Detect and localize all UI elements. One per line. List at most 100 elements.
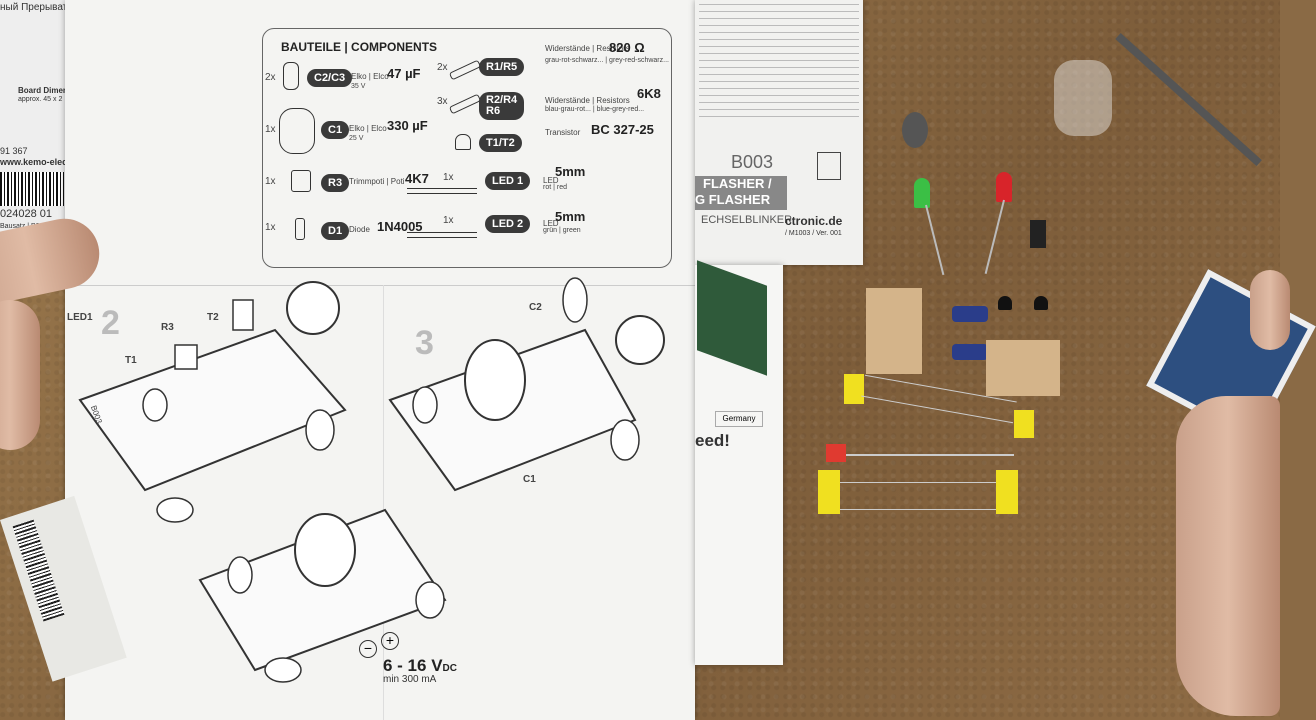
min-current: min 300 mA	[383, 674, 437, 685]
fold-line-vertical	[383, 285, 384, 720]
diagram-led1-label: LED1	[67, 312, 93, 323]
capacitor-large-icon	[279, 108, 315, 154]
germany-label: Germany	[722, 414, 756, 423]
r2r4r6-qty: 3x	[437, 96, 448, 107]
title-banner	[695, 176, 787, 210]
right-finger-top	[1250, 270, 1290, 350]
fold-line	[65, 285, 695, 286]
r3-value: 4K7	[405, 171, 429, 186]
resistor-tape-yellow-left	[844, 374, 864, 404]
c2c3-voltage: 35 V	[351, 83, 366, 90]
instruction-sheet: BAUTEILE | COMPONENTS 2x C2/C3 Elko | El…	[65, 0, 695, 720]
single-resistor	[846, 454, 1014, 456]
capacitor-component-2	[952, 344, 988, 360]
d1-value: 1N4005	[377, 219, 423, 234]
board-dimensions-label: Board Dimens	[18, 86, 73, 95]
barcode-number: 024028 01	[0, 208, 52, 220]
r1r5-tag: R1/R5	[479, 58, 525, 76]
diode-icon	[295, 218, 305, 240]
led1-tag: LED 1	[485, 172, 531, 190]
resistor-triple	[840, 482, 996, 510]
board-approx-label: approx. 45 x 2	[18, 96, 63, 103]
led1-color: rot | red	[543, 184, 567, 191]
plus-sign: +	[385, 632, 395, 648]
t1t2-value: BC 327-25	[591, 122, 654, 137]
components-header: BAUTEILE | COMPONENTS	[281, 40, 438, 54]
c1-value: 330 µF	[387, 118, 428, 133]
minus-sign: −	[363, 640, 373, 656]
led-icon	[407, 188, 477, 194]
trimpot-component	[902, 112, 928, 148]
c1-tag: C1	[321, 121, 350, 139]
version-label: / M1003 / Ver. 001	[785, 230, 842, 237]
r3-tag: R3	[321, 174, 350, 192]
r3-desc: Trimmpoti | Poti	[349, 177, 405, 186]
assembly-diagram-step-2	[78, 281, 347, 523]
r3-qty: 1x	[265, 176, 276, 187]
website-label: ctronic.de	[785, 214, 843, 228]
led2-desc: LED	[543, 219, 559, 228]
c2c3-desc: Elko | Elco	[351, 72, 389, 81]
d1-desc: Diode	[349, 225, 370, 234]
c1-qty: 1x	[265, 124, 276, 135]
resistor-tape-red	[826, 444, 846, 462]
supply-voltage: 6 - 16 VDC	[383, 656, 457, 676]
red-led-component	[996, 172, 1012, 202]
wechselblinker-title: ECHSELBLINKER	[701, 214, 793, 226]
capacitor-component-1	[952, 306, 988, 322]
c1-desc: Elko | Elco	[349, 124, 387, 133]
c2c3-value: 47 µF	[387, 66, 421, 81]
flasher-title-2: G FLASHER	[695, 192, 771, 207]
left-card-title: ный Прерыват	[0, 2, 68, 13]
capacitor-icon	[283, 62, 299, 90]
resistor-tape-yellow-right	[1014, 410, 1034, 438]
right-hand	[1176, 396, 1280, 716]
led1-desc: LED	[543, 176, 559, 185]
plastic-bag	[1054, 60, 1112, 136]
diagram-r3-label: R3	[161, 322, 174, 333]
transistor-component-2	[1034, 296, 1048, 310]
r1r5-qty: 2x	[437, 62, 448, 73]
step-3-number: 3	[415, 324, 434, 362]
resistor-tape-yellow-bottom-left	[818, 470, 840, 514]
led2-tag: LED 2	[485, 215, 531, 233]
led2-qty: 1x	[443, 215, 454, 226]
t1t2-desc: Transistor	[545, 128, 581, 137]
led1-value: 5mm	[555, 164, 586, 179]
minus-terminal-icon: −	[359, 640, 377, 658]
led-icon-2	[407, 232, 477, 238]
plus-terminal-icon: +	[381, 632, 399, 650]
trimpot-icon	[291, 170, 311, 192]
step-2-number: 2	[101, 304, 120, 342]
c2c3-tag: C2/C3	[307, 69, 353, 87]
resistor-tape-yellow-bottom-right	[996, 470, 1018, 514]
phone-label: 91 367	[0, 146, 28, 156]
led2-color: grün | green	[543, 227, 581, 234]
diagram-t2-label: T2	[207, 312, 219, 323]
c1-voltage: 25 V	[349, 135, 364, 142]
text-block	[699, 4, 859, 122]
capacitor-tape-strip	[866, 288, 922, 374]
r2r4r6-value: 6K8	[637, 86, 661, 101]
led1-qty: 1x	[443, 172, 454, 183]
diagram-t1-label: T1	[125, 355, 137, 366]
assembly-diagram-final	[198, 508, 447, 683]
transistor-icon	[455, 134, 471, 150]
r1r5-desc: Widerstände | Resistors	[545, 44, 630, 53]
right-info-sheet: B003 FLASHER / G FLASHER ECHSELBLINKER c…	[695, 0, 863, 265]
transistor-component-1	[998, 296, 1012, 310]
diode-component	[1030, 220, 1046, 248]
wee-disposal-icon	[817, 152, 841, 180]
diagram-c1-label: C1	[523, 474, 536, 485]
flasher-title-1: FLASHER /	[703, 176, 772, 191]
transistor-tape-strip	[986, 340, 1060, 396]
slogan-fragment: eed!	[695, 431, 730, 450]
r2r4r6-tag: R2/R4 R6	[479, 92, 525, 120]
d1-qty: 1x	[265, 222, 276, 233]
assembly-diagram-step-3	[388, 277, 665, 492]
url-label: www.kemo-elec	[0, 157, 68, 167]
diagram-c2-label: C2	[529, 302, 542, 313]
kit-box-card: Germany eed!	[695, 260, 783, 665]
model-code: B003	[731, 152, 774, 172]
germany-flag-badge: Germany	[715, 411, 763, 427]
